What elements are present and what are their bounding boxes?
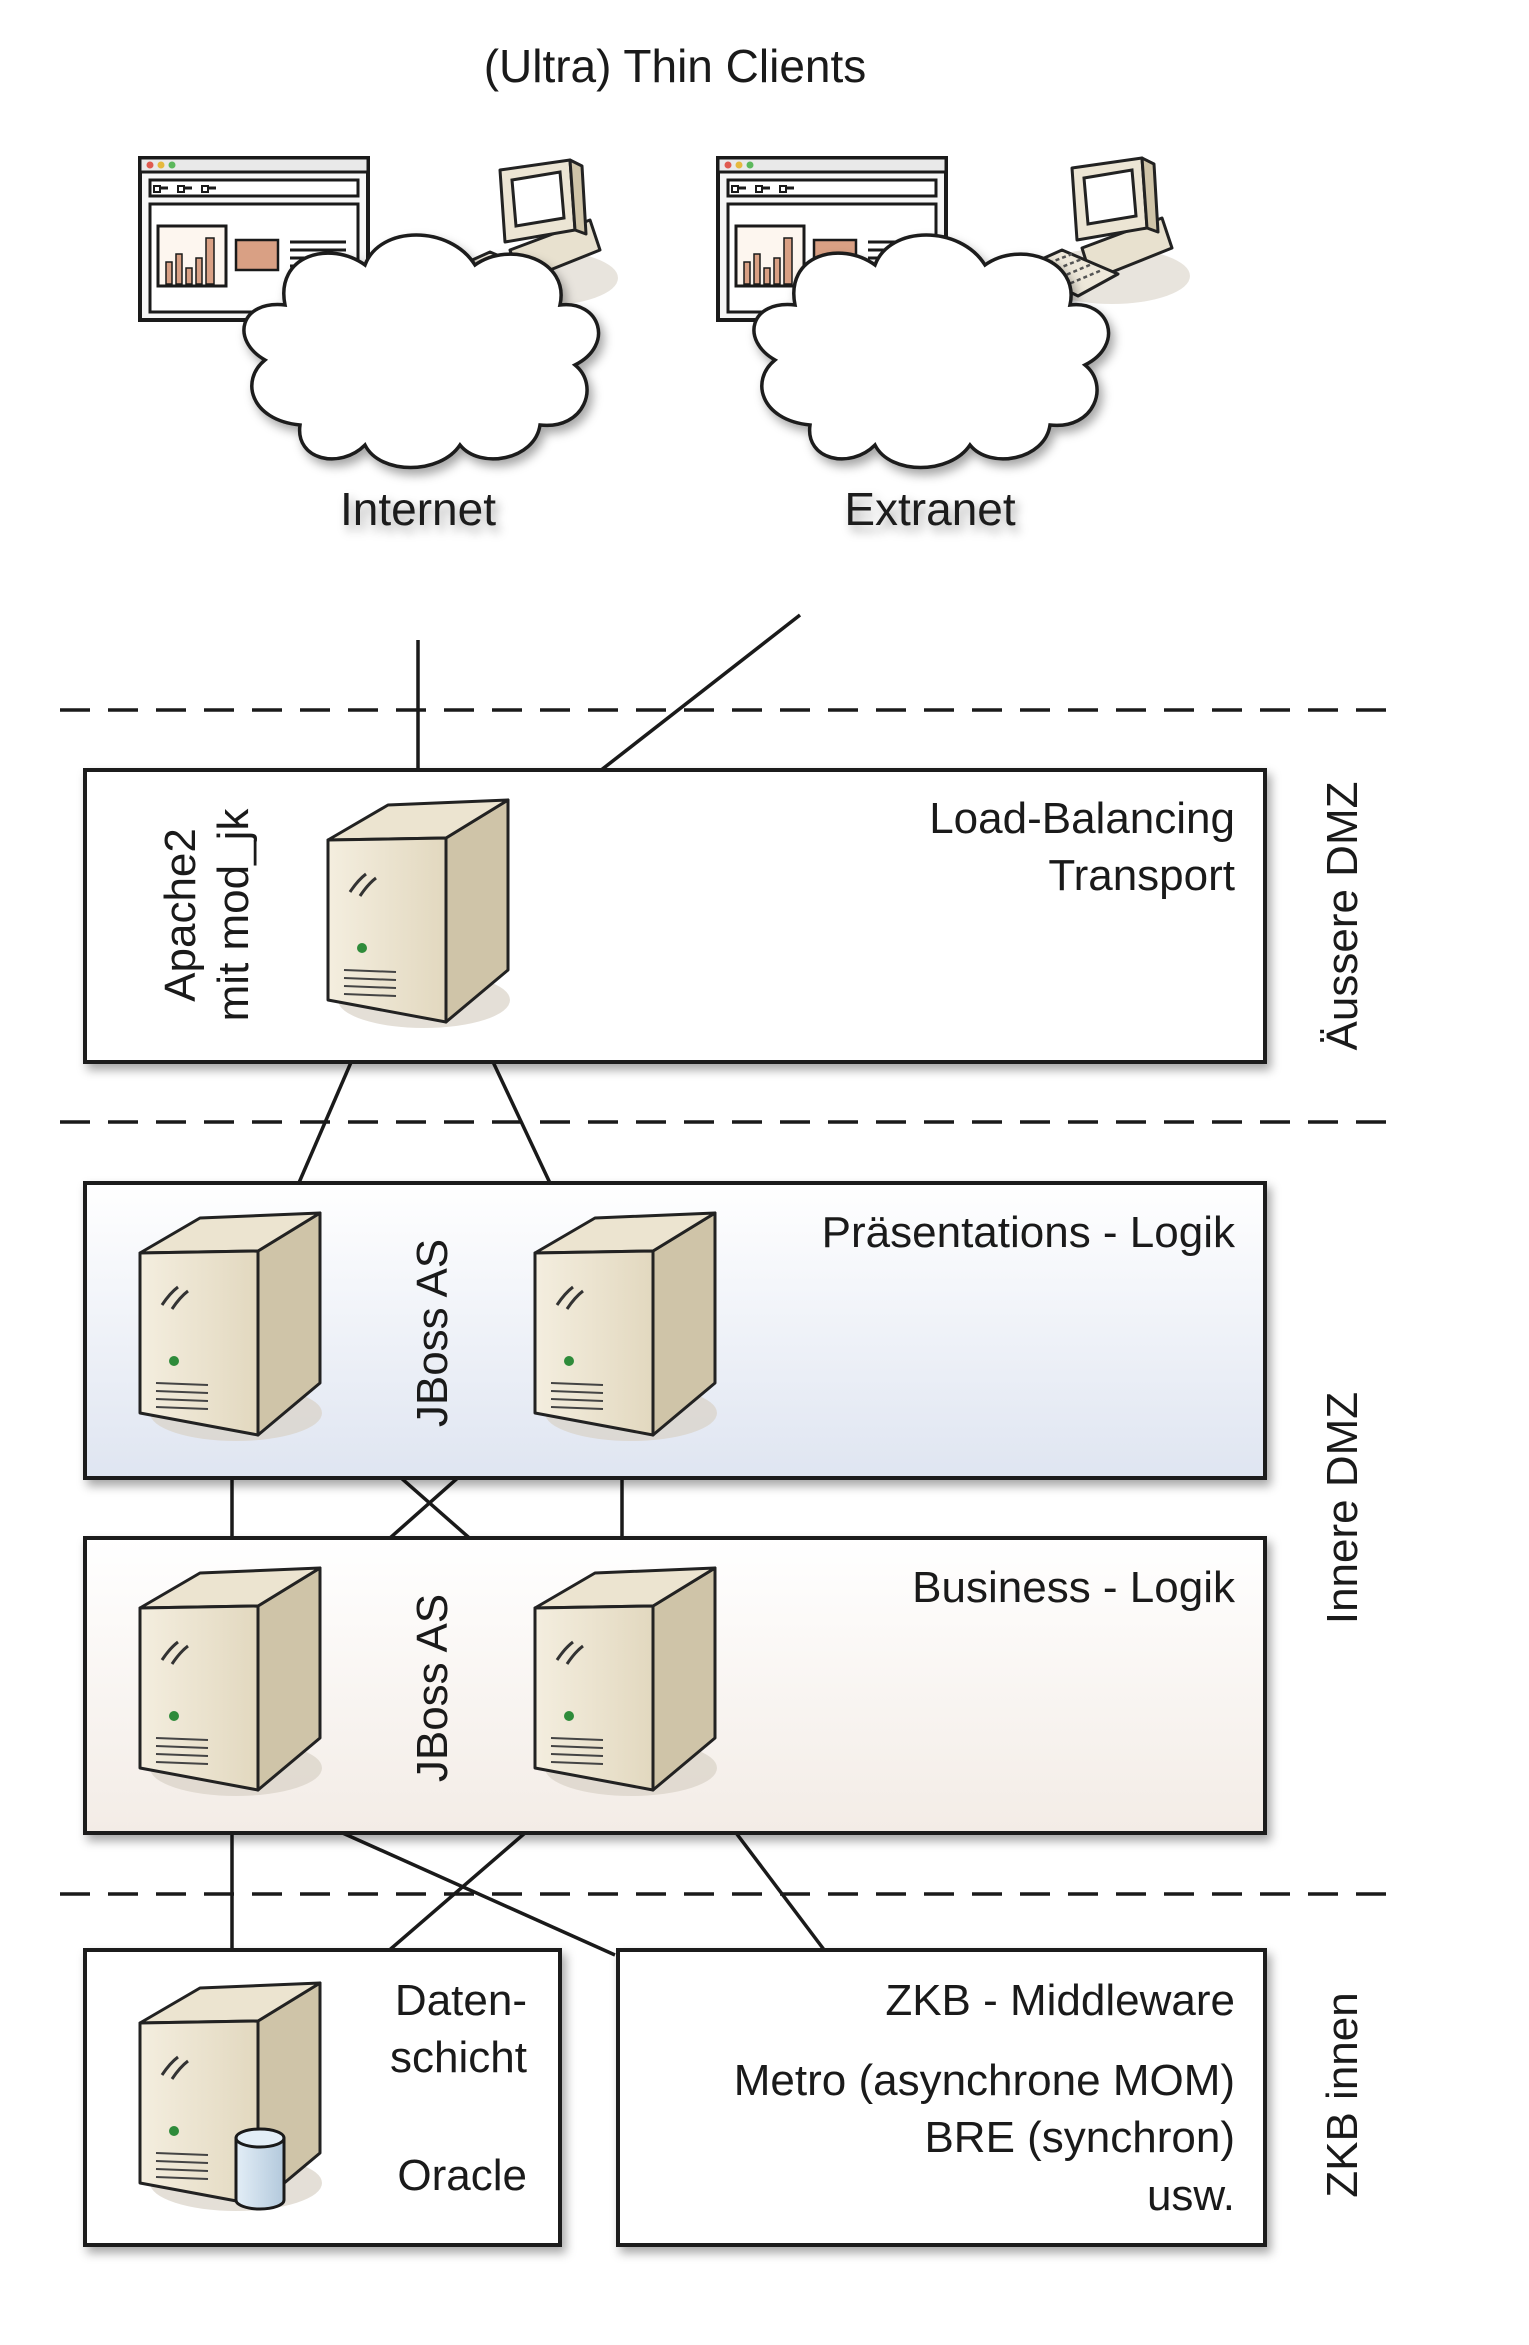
- load-balancer-label-line2: mit mod_jk: [209, 808, 258, 1022]
- transport-label: Transport: [1048, 851, 1235, 900]
- presentation-server-icon: [138, 1211, 324, 1443]
- business-jboss-label: JBoss AS: [408, 1594, 457, 1782]
- zone-label-inner-dmz: Innere DMZ: [1318, 1392, 1367, 1624]
- presentation-server-icon: [533, 1211, 719, 1443]
- zone-label-outer-dmz: Äussere DMZ: [1318, 782, 1367, 1051]
- oracle-label: Oracle: [397, 2151, 527, 2200]
- extranet-label: Extranet: [844, 483, 1016, 535]
- middleware-title: ZKB - Middleware: [885, 1976, 1235, 2025]
- load-balancer-box: [83, 768, 1267, 1064]
- internet-cloud: Internet: [242, 233, 601, 535]
- apache-server-icon: [326, 798, 512, 1030]
- data-layer-label-line2: schicht: [390, 2033, 527, 2082]
- middleware-line2: BRE (synchron): [924, 2113, 1235, 2162]
- presentation-logic-title: Präsentations - Logik: [822, 1208, 1236, 1257]
- load-balancer-label-line1: Apache2: [156, 828, 205, 1002]
- diagram-title: (Ultra) Thin Clients: [484, 40, 867, 92]
- zone-separators: [60, 708, 1400, 1896]
- zone-label-zkb-inside: ZKB innen: [1318, 1992, 1367, 2197]
- middleware-box: [616, 1948, 1267, 2247]
- middleware-line3: usw.: [1147, 2171, 1235, 2220]
- middleware-line1: Metro (asynchrone MOM): [734, 2056, 1235, 2105]
- business-logic-title: Business - Logik: [912, 1563, 1236, 1612]
- load-balancing-label: Load-Balancing: [929, 794, 1235, 843]
- business-server-icon: [533, 1566, 719, 1798]
- internet-label: Internet: [340, 483, 496, 535]
- presentation-jboss-label: JBoss AS: [408, 1239, 457, 1427]
- business-server-icon: [138, 1566, 324, 1798]
- database-cylinder-icon: [234, 2127, 286, 2211]
- data-layer-label-line1: Daten-: [395, 1976, 527, 2025]
- extranet-cloud: Extranet: [752, 233, 1111, 535]
- database-server-icon: [138, 1981, 324, 2213]
